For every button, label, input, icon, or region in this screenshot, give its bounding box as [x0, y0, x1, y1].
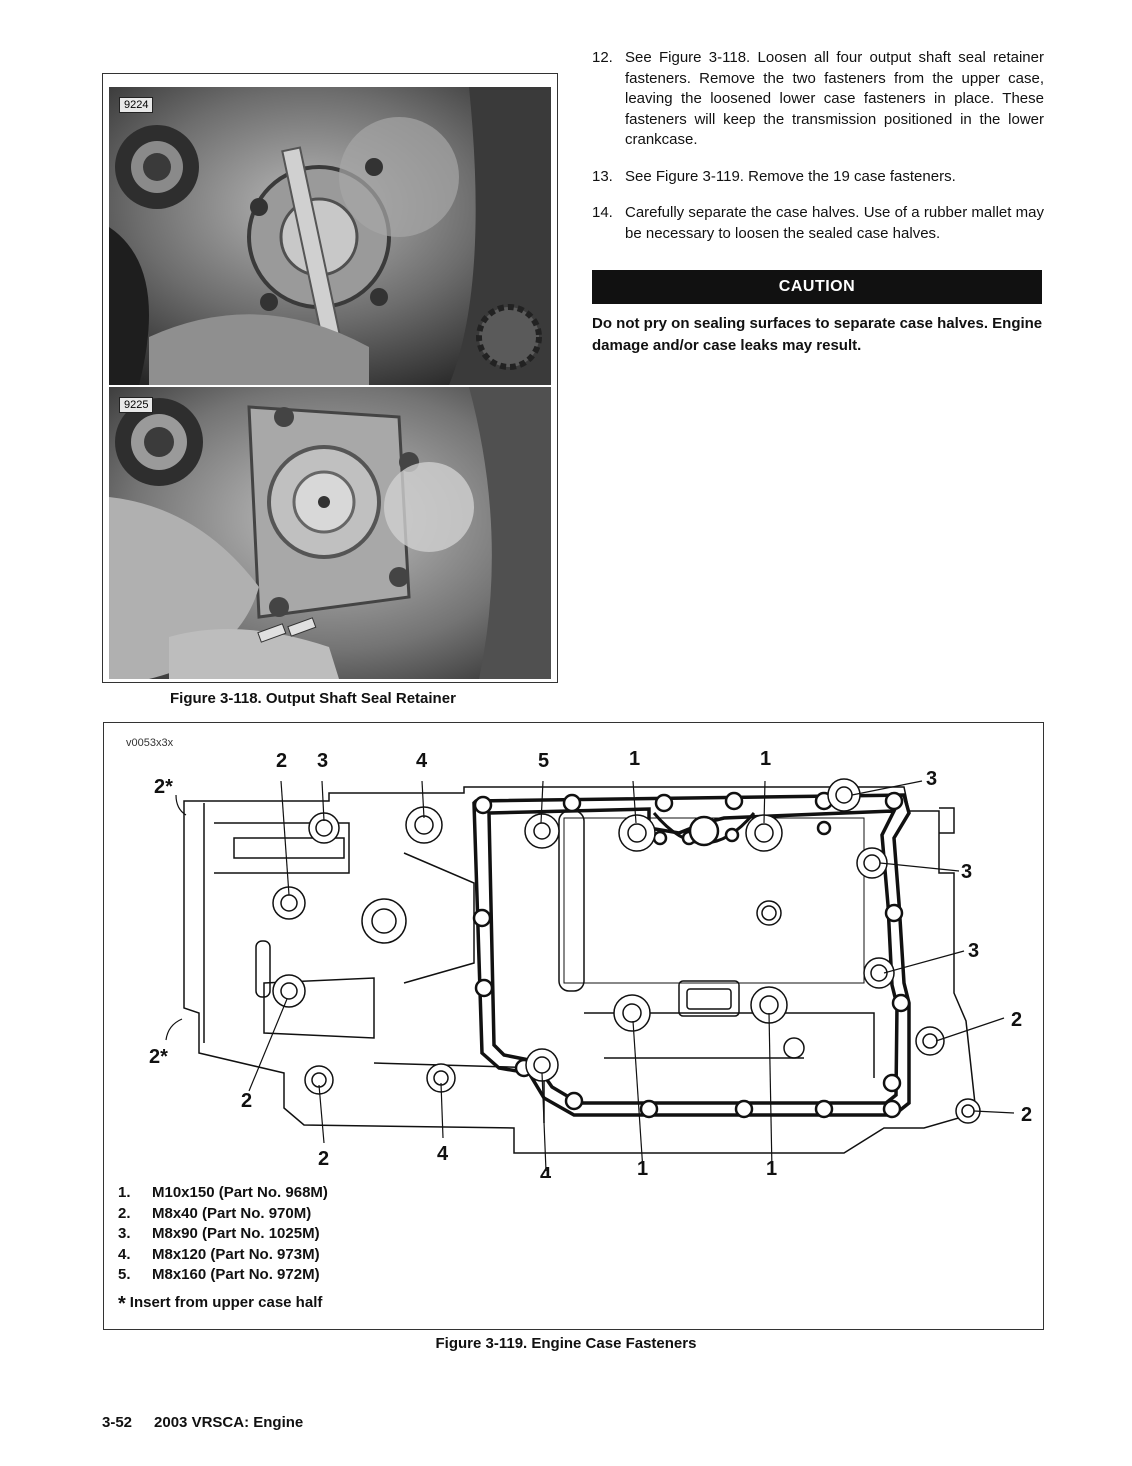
legend-number: 2.: [118, 1204, 131, 1222]
callout-label: 2: [1011, 1009, 1022, 1031]
callout-label: 1: [760, 748, 771, 770]
step-text: See Figure 3-119. Remove the 19 case fas…: [625, 167, 956, 185]
caution-text: Do not pry on sealing surfaces to separa…: [592, 315, 1043, 354]
step-item: 13. See Figure 3-119. Remove the 19 case …: [592, 167, 1044, 188]
legend-text: M8x160 (Part No. 972M): [152, 1266, 320, 1283]
photo-id-tag: 9225: [119, 397, 154, 413]
page-footer: 3-52 2003 VRSCA: Engine: [102, 1414, 303, 1431]
callout-label: 1: [766, 1158, 777, 1178]
footnote-text: Insert from upper case half: [129, 1294, 323, 1311]
photo-seal-retainer-fasteners: 9225: [109, 387, 551, 679]
callout-label: 3: [968, 940, 979, 962]
callout-label: 5: [538, 750, 549, 772]
footnote-symbol: *: [118, 1293, 126, 1315]
figure-3-118-caption: Figure 3-118. Output Shaft Seal Retainer: [170, 690, 456, 707]
callout-label: 4: [540, 1164, 552, 1178]
diagram-id: v0053x3x: [126, 737, 174, 749]
callout-label: 4: [416, 750, 428, 772]
leader-lines: [165, 780, 1015, 1172]
step-item: 14. Carefully separate the case halves. U…: [592, 203, 1044, 244]
legend-number: 4.: [118, 1245, 131, 1263]
callout-label: 2*: [154, 776, 173, 798]
fastener-bosses: [272, 778, 981, 1124]
callout-label: 2: [276, 750, 287, 772]
callout-label: 3: [317, 750, 328, 772]
callout-label: 1: [629, 748, 640, 770]
caution-banner: CAUTION: [592, 270, 1042, 304]
callout-label: 3: [961, 861, 972, 883]
legend-item: 2. M8x40 (Part No. 970M): [118, 1204, 328, 1225]
figure-3-119-frame: v0053x3x: [103, 722, 1044, 1330]
fastener-legend: 1. M10x150 (Part No. 968M) 2. M8x40 (Part …: [118, 1183, 328, 1286]
callout-label: 2: [241, 1090, 252, 1112]
procedure-steps: 12. See Figure 3-118. Loosen all four out…: [592, 48, 1044, 260]
figure-3-119-caption: Figure 3-119. Engine Case Fasteners: [435, 1335, 697, 1352]
legend-text: M8x90 (Part No. 1025M): [152, 1225, 320, 1242]
legend-item: 4. M8x120 (Part No. 973M): [118, 1245, 328, 1266]
legend-text: M8x120 (Part No. 973M): [152, 1245, 320, 1263]
step-text: See Figure 3-118. Loosen all four output…: [625, 49, 1044, 148]
page-number: 3-52: [102, 1414, 133, 1431]
legend-text: M8x40 (Part No. 970M): [152, 1204, 312, 1222]
legend-item: 5. M8x160 (Part No. 972M): [118, 1265, 328, 1286]
photo-id-tag: 9224: [119, 97, 154, 113]
legend-text: M10x150 (Part No. 968M): [152, 1184, 328, 1201]
engine-case-diagram: 2 3 4 5 1 1 3 3 3 2 2 2* 2* 2 2 4 4 1 1: [149, 748, 1032, 1178]
legend-number: 1.: [118, 1184, 131, 1201]
step-number: 13.: [592, 167, 613, 185]
callout-label: 2: [318, 1148, 329, 1170]
photo-seal-retainer-removal: 9224: [109, 87, 551, 385]
figure-3-118-photo-frame: 9224 9225: [102, 73, 558, 683]
callout-numbers: 2 3 4 5 1 1 3 3 3 2 2 2* 2* 2 2 4 4 1 1: [149, 748, 1032, 1178]
legend-footnote: *Insert from upper case half: [118, 1293, 322, 1316]
callout-label: 1: [637, 1158, 648, 1178]
legend-item: 1. M10x150 (Part No. 968M): [118, 1183, 328, 1204]
photo-illustration-top: [109, 87, 551, 385]
legend-item: 3. M8x90 (Part No. 1025M): [118, 1224, 328, 1245]
callout-label: 2: [1021, 1104, 1032, 1126]
legend-number: 5.: [118, 1266, 131, 1283]
callout-label: 4: [437, 1143, 449, 1165]
legend-number: 3.: [118, 1225, 131, 1242]
step-text: Carefully separate the case halves. Use …: [625, 204, 1044, 242]
step-number: 14.: [592, 204, 613, 221]
section-title: 2003 VRSCA: Engine: [154, 1414, 304, 1431]
step-item: 12. See Figure 3-118. Loosen all four out…: [592, 48, 1044, 151]
step-number: 12.: [592, 49, 613, 66]
callout-label: 2*: [149, 1046, 168, 1068]
callout-label: 3: [926, 768, 937, 790]
photo-illustration-bottom: [109, 387, 551, 679]
